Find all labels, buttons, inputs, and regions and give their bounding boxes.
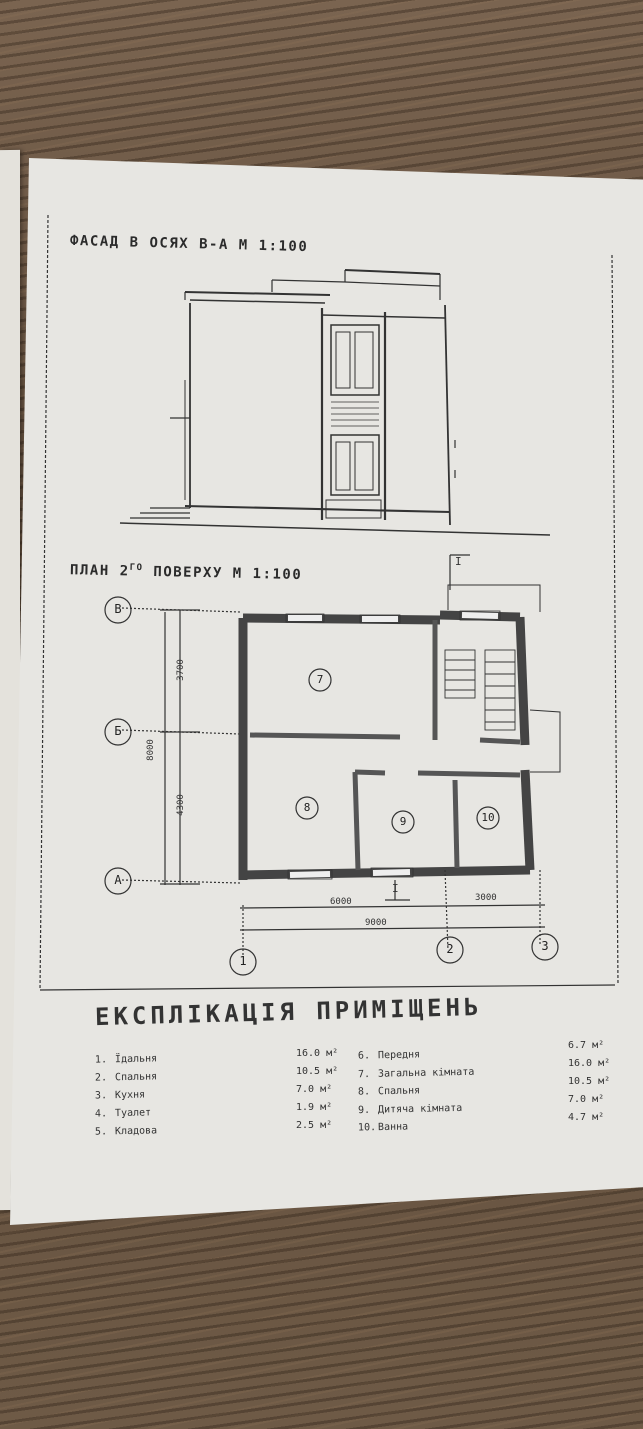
plan-title-suffix: ПОВЕРХУ М 1:100 <box>143 563 303 584</box>
axis-circle-V <box>104 596 132 624</box>
legend-item: 1. Їдальня <box>95 1053 157 1065</box>
exterior-walls <box>238 610 535 880</box>
axis-circle-B <box>104 718 132 746</box>
room-circle-10 <box>476 806 500 830</box>
legend-area: 2.5 м² <box>296 1120 333 1131</box>
legend-item: 4. Туалет <box>95 1107 151 1119</box>
legend-item: 10.Ванна <box>358 1121 408 1133</box>
staircase <box>444 649 516 731</box>
legend-item-name: Спальня <box>377 1085 421 1098</box>
plan-title-superscript: ГО <box>129 562 144 574</box>
legend-item-name: Загальна кімната <box>377 1066 475 1080</box>
legend-area: 4.7 м² <box>568 1112 605 1123</box>
dimension-6000: 6000 <box>330 897 352 907</box>
legend-item-number: 6. <box>357 1050 371 1062</box>
window-frames <box>285 610 501 880</box>
frame-divider-line <box>39 984 616 991</box>
balcony <box>447 584 561 773</box>
room-number-7: 7 <box>316 673 324 686</box>
dimension-9000: 9000 <box>365 918 387 928</box>
axis-circle-A <box>104 867 132 895</box>
legend-area: 7.0 м² <box>296 1084 333 1095</box>
floor-plan <box>104 554 561 976</box>
legend-item: 6. Передня <box>358 1049 420 1061</box>
legend-item: 5. Кладова <box>95 1125 157 1137</box>
axis-circle-2 <box>436 936 464 964</box>
legend-item-name: Спальня <box>114 1071 158 1084</box>
legend-area: 6.7 м² <box>568 1040 605 1051</box>
legend-item-number: 7. <box>357 1068 371 1081</box>
legend-item-number: 8. <box>357 1086 371 1098</box>
legend-area: 10.5 м² <box>296 1066 339 1077</box>
legend-item-name: Кухня <box>114 1089 146 1102</box>
facade-elevation <box>119 269 551 536</box>
legend-item: 8. Спальня <box>358 1085 420 1097</box>
room-circle-9 <box>391 810 415 834</box>
window-openings <box>288 612 499 878</box>
dimension-3000: 3000 <box>475 893 497 903</box>
legend-area: 10.5 м² <box>568 1076 611 1087</box>
dimension-8000: 8000 <box>145 739 156 761</box>
interior-walls <box>249 620 521 871</box>
legend-area: 16.0 м² <box>296 1048 339 1059</box>
legend-item: 3. Кухня <box>95 1089 145 1101</box>
legend-area: 1.9 м² <box>296 1102 333 1113</box>
legend-item-name: Дитяча кімната <box>377 1102 463 1116</box>
legend-item: 2. Спальня <box>95 1071 157 1083</box>
section-mark-bottom: I <box>392 882 399 895</box>
legend-area: 7.0 м² <box>568 1094 605 1105</box>
frame-right-line <box>611 254 619 986</box>
axis-circle-3 <box>531 933 559 961</box>
legend-item-name: Їдальня <box>114 1053 158 1066</box>
axis-label-col-2: 2 <box>446 942 454 956</box>
legend-area: 16.0 м² <box>568 1058 611 1069</box>
paper-sheet <box>10 157 643 1225</box>
legend-item-number: 3. <box>94 1090 108 1102</box>
frame-left-line <box>39 214 49 991</box>
axis-label-col-1: 1 <box>239 954 247 968</box>
axis-label-row-2: Б <box>114 724 122 738</box>
axis-label-col-3: 3 <box>541 939 549 953</box>
legend-item-name: Кладова <box>114 1125 158 1138</box>
room-circle-8 <box>295 796 319 820</box>
room-number-9: 9 <box>399 815 407 828</box>
section-mark-top: I <box>455 555 462 568</box>
axis-label-row-3: А <box>114 873 122 887</box>
legend-item-name: Передня <box>377 1049 421 1062</box>
legend-item-number: 4. <box>94 1108 108 1120</box>
room-circle-7 <box>308 668 332 692</box>
legend-item: 9. Дитяча кімната <box>358 1103 463 1116</box>
room-number-8: 8 <box>303 801 311 814</box>
legend-item-name: Ванна <box>377 1121 409 1134</box>
dimension-3700: 3700 <box>175 659 186 681</box>
dimension-4300: 4300 <box>175 794 186 816</box>
legend-item-number: 5. <box>94 1126 108 1138</box>
plan-title-prefix: ПЛАН 2 <box>69 562 130 580</box>
legend-item-number: 2. <box>94 1072 108 1084</box>
legend-item-number: 9. <box>357 1104 371 1117</box>
legend-item-number: 10. <box>357 1122 377 1134</box>
legend-item-number: 1. <box>94 1054 108 1066</box>
axis-label-row-1: В <box>114 602 122 616</box>
room-number-10: 10 <box>481 811 495 824</box>
axis-circle-1 <box>229 948 257 976</box>
legend-item-name: Туалет <box>114 1107 152 1120</box>
